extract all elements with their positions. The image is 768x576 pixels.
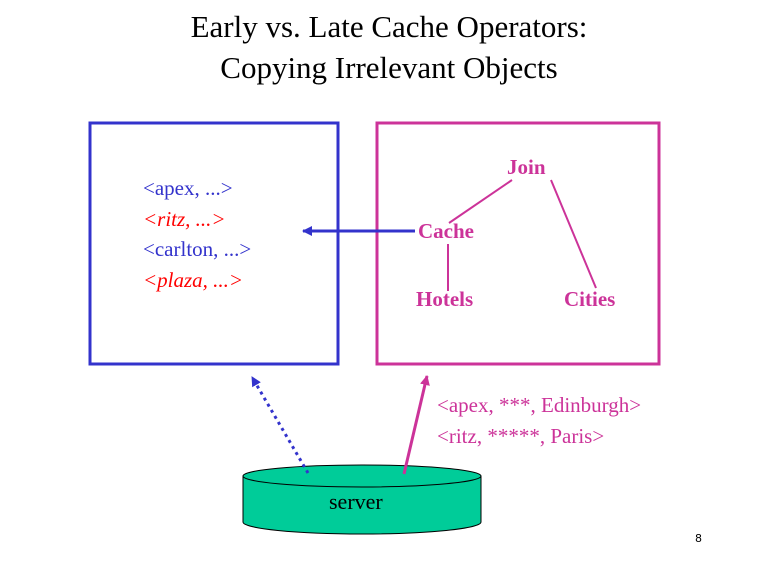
cached-tuple-plaza: <plaza, ...> xyxy=(143,268,244,292)
query-plan-box xyxy=(375,121,661,366)
page-number: 8 xyxy=(695,532,702,545)
server-database-icon xyxy=(242,464,482,535)
result-tuple-ritz: <ritz, *****, Paris> xyxy=(437,424,605,448)
edge-join-cache xyxy=(448,179,513,224)
early-fetch-dotted-arrow xyxy=(250,376,310,474)
plan-node-hotels: Hotels xyxy=(416,287,474,311)
cached-tuple-carlton: <carlton, ...> xyxy=(143,237,252,261)
plan-node-join: Join xyxy=(507,155,546,179)
edge-join-cities xyxy=(550,179,597,289)
plan-node-cities: Cities xyxy=(564,287,616,311)
plan-node-cache: Cache xyxy=(418,219,474,243)
result-tuple-apex: <apex, ***, Edinburgh> xyxy=(437,393,642,417)
cached-tuple-ritz: <ritz, ...> xyxy=(143,207,226,231)
late-fetch-arrow xyxy=(402,375,430,475)
client-cache-box xyxy=(88,121,340,366)
server-label: server xyxy=(329,489,383,514)
slide-title-line-2: Copying Irrelevant Objects xyxy=(220,50,558,85)
slide-title-line-1: Early vs. Late Cache Operators: xyxy=(190,9,588,44)
cached-tuple-apex: <apex, ...> xyxy=(143,176,233,200)
